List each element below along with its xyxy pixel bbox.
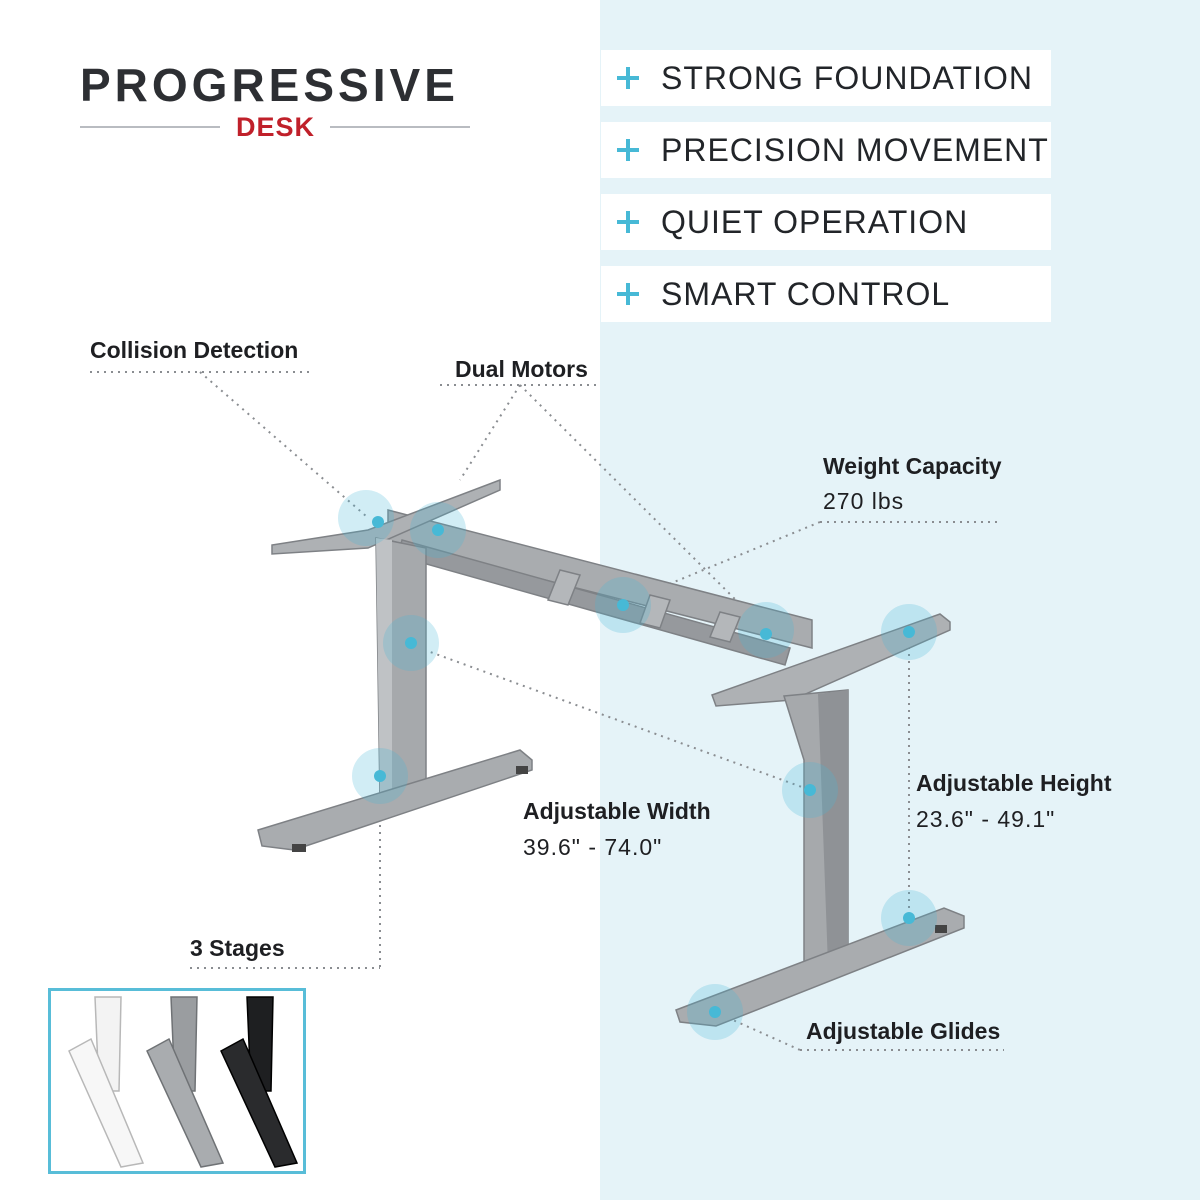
feature-label: SMART CONTROL: [661, 275, 951, 312]
brand-logo-wordmark: PROGRESSIVE: [80, 59, 459, 111]
callout-adjustable-height-value: 23.6" - 49.1": [916, 806, 1056, 832]
plus-icon: [617, 211, 639, 233]
white-leg-variant: [68, 996, 145, 1168]
color-variant-legs: [68, 996, 299, 1168]
gray-leg-variant: [146, 996, 225, 1168]
callout-collision-detection: Collision Detection: [90, 337, 299, 363]
callout-weight-capacity-value: 270 lbs: [823, 488, 905, 514]
logo-divider-right: [330, 126, 470, 128]
feature-item-strong-foundation: STRONG FOUNDATION: [601, 50, 1051, 106]
callout-dual-motors: Dual Motors: [455, 356, 588, 382]
logo-divider-left: [80, 126, 220, 128]
brand-logo-subtitle: DESK: [236, 112, 316, 142]
feature-item-smart-control: SMART CONTROL: [601, 266, 1051, 322]
callout-adjustable-width-value: 39.6" - 74.0": [523, 834, 663, 860]
callout-markers: [338, 490, 937, 1040]
plus-icon: [617, 283, 639, 305]
black-leg-variant: [220, 996, 299, 1168]
feature-item-precision-movement: PRECISION MOVEMENT: [601, 122, 1051, 178]
feature-label: QUIET OPERATION: [661, 203, 969, 240]
callout-adjustable-height-title: Adjustable Height: [916, 770, 1112, 796]
callout-adjustable-width-title: Adjustable Width: [523, 798, 711, 824]
right-top-plate: [711, 613, 951, 707]
callout-3-stages: 3 Stages: [190, 935, 285, 961]
plus-icon: [617, 139, 639, 161]
callout-adjustable-glides: Adjustable Glides: [806, 1018, 1001, 1044]
feature-item-quiet-operation: QUIET OPERATION: [601, 194, 1051, 250]
left-top-plate: [271, 478, 501, 555]
callout-weight-capacity-title: Weight Capacity: [823, 453, 1002, 479]
feature-label: PRECISION MOVEMENT: [661, 131, 1049, 168]
plus-icon: [617, 67, 639, 89]
left-foot: [257, 749, 533, 851]
right-foot: [675, 907, 965, 1027]
color-variants-inset: [48, 988, 306, 1174]
feature-label: STRONG FOUNDATION: [661, 59, 1033, 96]
